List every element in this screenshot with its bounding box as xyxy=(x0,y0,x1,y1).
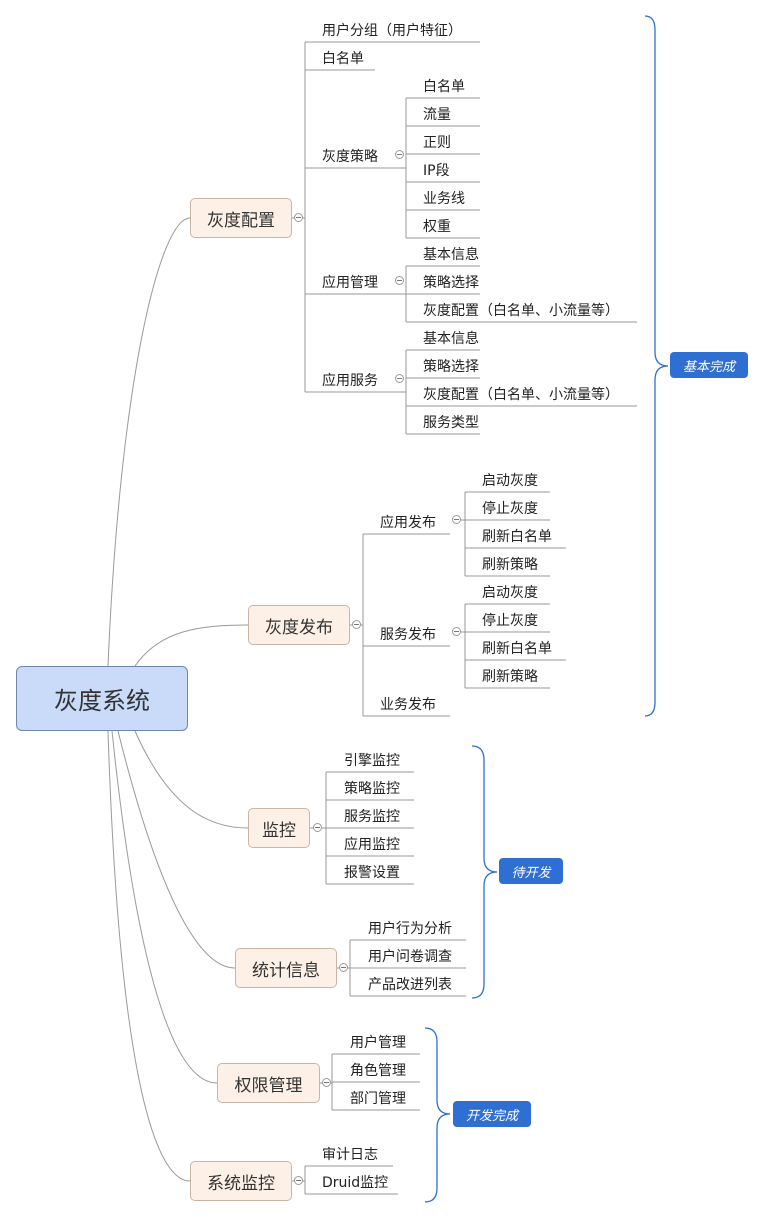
collapse-toggle-app-service[interactable] xyxy=(395,374,404,383)
node-permission-item[interactable]: 角色管理 xyxy=(350,1063,406,1079)
branch-sysmon[interactable]: 系统监控 xyxy=(190,1161,292,1201)
node-sysmon-item[interactable]: Druid监控 xyxy=(322,1175,389,1191)
node-sysmon-item[interactable]: 审计日志 xyxy=(322,1147,378,1163)
root-node[interactable]: 灰度系统 xyxy=(16,666,188,731)
collapse-toggle-config[interactable] xyxy=(294,213,303,222)
node-app-release-item[interactable]: 启动灰度 xyxy=(482,473,538,489)
node-monitor-item[interactable]: 应用监控 xyxy=(344,837,400,853)
node-app-service-item[interactable]: 灰度配置（白名单、小流量等） xyxy=(423,387,619,403)
summary-dev-done[interactable]: 开发完成 xyxy=(453,1101,531,1127)
node-strategy-item[interactable]: 业务线 xyxy=(423,191,465,207)
node-app-service-item[interactable]: 策略选择 xyxy=(423,359,479,375)
branch-stats[interactable]: 统计信息 xyxy=(235,948,337,988)
node-app-mgmt-item[interactable]: 基本信息 xyxy=(423,247,479,263)
collapse-toggle-release[interactable] xyxy=(352,620,361,629)
node-app-release[interactable]: 应用发布 xyxy=(380,515,436,531)
node-business-release[interactable]: 业务发布 xyxy=(380,697,436,713)
node-strategy-item[interactable]: 白名单 xyxy=(423,79,465,95)
node-strategy-item[interactable]: 正则 xyxy=(423,135,451,151)
node-monitor-item[interactable]: 引擎监控 xyxy=(344,753,400,769)
node-user-groups[interactable]: 用户分组（用户特征） xyxy=(322,23,462,39)
node-monitor-item[interactable]: 服务监控 xyxy=(344,809,400,825)
node-stats-item[interactable]: 用户问卷调查 xyxy=(368,949,452,965)
node-whitelist[interactable]: 白名单 xyxy=(322,51,364,67)
summary-pending[interactable]: 待开发 xyxy=(499,858,563,884)
node-stats-item[interactable]: 用户行为分析 xyxy=(368,921,452,937)
node-stats-item[interactable]: 产品改进列表 xyxy=(368,977,452,993)
node-monitor-item[interactable]: 策略监控 xyxy=(344,781,400,797)
branch-release[interactable]: 灰度发布 xyxy=(248,605,350,645)
node-app-mgmt[interactable]: 应用管理 xyxy=(322,275,378,291)
node-app-release-item[interactable]: 停止灰度 xyxy=(482,501,538,517)
node-monitor-item[interactable]: 报警设置 xyxy=(344,865,400,881)
node-app-release-item[interactable]: 刷新白名单 xyxy=(482,529,552,545)
branch-monitor[interactable]: 监控 xyxy=(248,808,310,848)
node-app-service[interactable]: 应用服务 xyxy=(322,373,378,389)
node-service-release[interactable]: 服务发布 xyxy=(380,627,436,643)
node-app-mgmt-item[interactable]: 灰度配置（白名单、小流量等） xyxy=(423,303,619,319)
node-service-release-item[interactable]: 刷新白名单 xyxy=(482,641,552,657)
node-app-mgmt-item[interactable]: 策略选择 xyxy=(423,275,479,291)
branch-permission[interactable]: 权限管理 xyxy=(217,1063,320,1103)
summary-basic-done[interactable]: 基本完成 xyxy=(670,352,748,378)
node-app-service-item[interactable]: 服务类型 xyxy=(423,415,479,431)
node-app-service-item[interactable]: 基本信息 xyxy=(423,331,479,347)
collapse-toggle-strategy[interactable] xyxy=(395,150,404,159)
node-app-release-item[interactable]: 刷新策略 xyxy=(482,557,538,573)
collapse-toggle-sysmon[interactable] xyxy=(294,1176,303,1185)
branch-config[interactable]: 灰度配置 xyxy=(190,198,292,238)
collapse-toggle-app-mgmt[interactable] xyxy=(395,276,404,285)
collapse-toggle-permission[interactable] xyxy=(322,1078,331,1087)
collapse-toggle-monitor[interactable] xyxy=(313,823,322,832)
collapse-toggle-stats[interactable] xyxy=(339,963,348,972)
node-strategy-item[interactable]: 流量 xyxy=(423,107,451,123)
node-service-release-item[interactable]: 启动灰度 xyxy=(482,585,538,601)
node-service-release-item[interactable]: 刷新策略 xyxy=(482,669,538,685)
node-service-release-item[interactable]: 停止灰度 xyxy=(482,613,538,629)
node-permission-item[interactable]: 用户管理 xyxy=(350,1035,406,1051)
node-strategy-item[interactable]: IP段 xyxy=(423,163,450,179)
node-permission-item[interactable]: 部门管理 xyxy=(350,1091,406,1107)
collapse-toggle-service-release[interactable] xyxy=(452,627,461,636)
node-strategy-item[interactable]: 权重 xyxy=(423,219,451,235)
collapse-toggle-app-release[interactable] xyxy=(452,515,461,524)
node-strategy[interactable]: 灰度策略 xyxy=(322,149,378,165)
